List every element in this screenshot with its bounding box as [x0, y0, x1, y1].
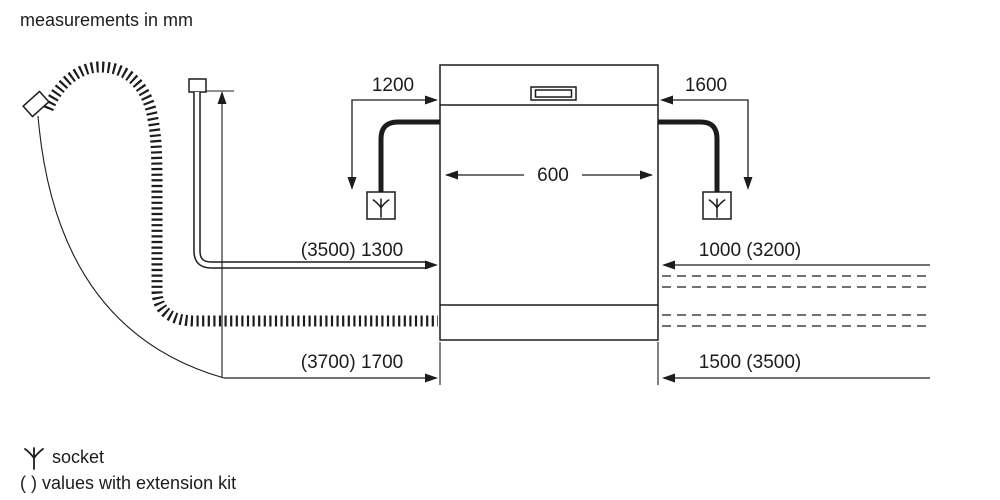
door-handle-outline [530, 86, 577, 101]
dishwasher [439, 64, 659, 385]
width-value: 600 [537, 165, 569, 186]
arrow-left-icon [660, 95, 673, 105]
arrow-right-icon [640, 170, 653, 180]
dishwasher-outline [439, 64, 659, 341]
supply-right-value: 1000 (3200) [699, 240, 801, 261]
cable-left-value: 1200 [372, 75, 414, 96]
power-cable-left-icon [378, 119, 440, 192]
legend-socket-label: socket [52, 447, 104, 467]
power-cable-left: 1200 [347, 75, 440, 220]
supply-hose-value: (3500) 1300 [301, 240, 403, 261]
arrow-down-icon [347, 177, 357, 190]
drain-hose [22, 61, 438, 379]
arrow-up-icon [217, 91, 227, 104]
tap-connector-icon [188, 78, 207, 93]
socket-legend-icon [24, 447, 44, 470]
legend-extension-note: ( ) values with extension kit [20, 473, 236, 493]
cable-right-dim-line [662, 99, 749, 187]
hose-nozzle-icon [22, 90, 50, 118]
drain-right-value: 1500 (3500) [699, 352, 801, 373]
arrow-left-icon [662, 373, 675, 383]
right-lower-dimension: 1500 (3500) [662, 314, 930, 383]
power-cable-right: 1600 [658, 75, 753, 220]
cable-right-value: 1600 [685, 75, 727, 96]
supply-pipe-inner [194, 92, 428, 268]
cable-left-dim-line [351, 99, 436, 187]
page-title: measurements in mm [20, 10, 193, 30]
drain-hose-icon [42, 61, 438, 327]
width-dimension: 600 [445, 165, 653, 186]
arrow-right-icon [425, 373, 438, 383]
arrow-right-icon [425, 95, 438, 105]
power-cable-right-icon [658, 119, 720, 192]
supply-arrow-icon [425, 260, 438, 270]
legend: socket ( ) values with extension kit [20, 447, 236, 493]
door-handle-inner [534, 89, 573, 98]
drain-hose-value: (3700) 1700 [301, 352, 403, 373]
arrow-down-icon [743, 177, 753, 190]
arrow-left-icon [445, 170, 458, 180]
water-supply: (3500) 1300 [188, 78, 438, 378]
drain-dimension-left: (3700) 1700 [224, 352, 438, 383]
right-upper-dimension: 1000 (3200) [662, 240, 930, 288]
arrow-left-icon [662, 260, 675, 270]
hose-leader-curve [37, 115, 225, 379]
